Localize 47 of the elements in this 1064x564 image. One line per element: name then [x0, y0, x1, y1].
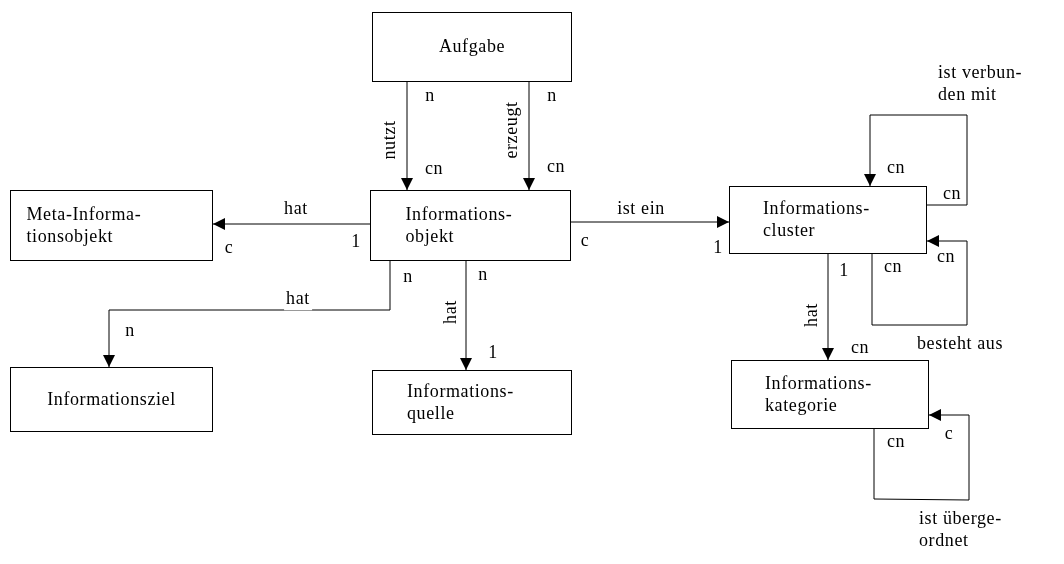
entity-box — [10, 367, 213, 432]
cardinality-label: cn — [424, 159, 444, 177]
cardinality-label: cn — [942, 184, 962, 202]
cardinality-label: cn — [546, 157, 566, 175]
cardinality-label: 1 — [351, 232, 361, 250]
cardinality-label: 1 — [488, 343, 498, 361]
entity-name: Informations- kategorie — [765, 372, 873, 417]
relationship-arrow — [871, 235, 968, 326]
relationship-arrow — [523, 81, 535, 191]
cardinality-label: n — [425, 86, 435, 104]
cardinality-label: n — [547, 86, 557, 104]
relationship-label: ist überge- ordnet — [918, 508, 1003, 552]
relationship-arrow — [103, 260, 391, 368]
cardinality-label: c — [580, 231, 590, 249]
relationship-arrow — [873, 409, 970, 501]
entity-box — [372, 370, 572, 435]
cardinality-label: 1 — [713, 238, 723, 256]
relationship-arrow — [460, 260, 472, 371]
entity-name: Informations- quelle — [407, 380, 515, 425]
entity-box — [731, 360, 929, 429]
cardinality-label: n — [403, 267, 413, 285]
relationship-arrow — [570, 216, 730, 228]
entity-name: Aufgabe — [438, 36, 506, 58]
entity-name: Informations- cluster — [763, 198, 871, 242]
entity-name: Informationsziel — [47, 388, 176, 411]
cardinality-label: cn — [850, 338, 870, 356]
cardinality-label: 1 — [839, 261, 849, 279]
entity-box — [370, 190, 571, 261]
entity-name: Informations- objekt — [405, 203, 514, 248]
relationship-arrow — [401, 81, 413, 191]
cardinality-label: cn — [886, 432, 906, 450]
entity-box — [372, 12, 572, 82]
entity-box — [10, 190, 213, 261]
entity-name: Meta-Informa- tionsobjekt — [26, 203, 143, 248]
relationship-arrow — [864, 114, 968, 206]
cardinality-label: c — [224, 238, 234, 256]
relationship-label: hat — [284, 288, 312, 310]
relationship-arrow — [212, 218, 371, 230]
cardinality-label: cn — [883, 257, 903, 275]
relationship-label: ist verbun- den mit — [937, 62, 1024, 106]
cardinality-label: cn — [886, 158, 906, 176]
cardinality-label: cn — [936, 247, 956, 265]
cardinality-label: n — [125, 321, 135, 339]
relationship-arrow — [822, 253, 834, 361]
entity-box — [729, 186, 927, 254]
cardinality-label: n — [478, 265, 488, 283]
cardinality-label: c — [944, 424, 954, 442]
